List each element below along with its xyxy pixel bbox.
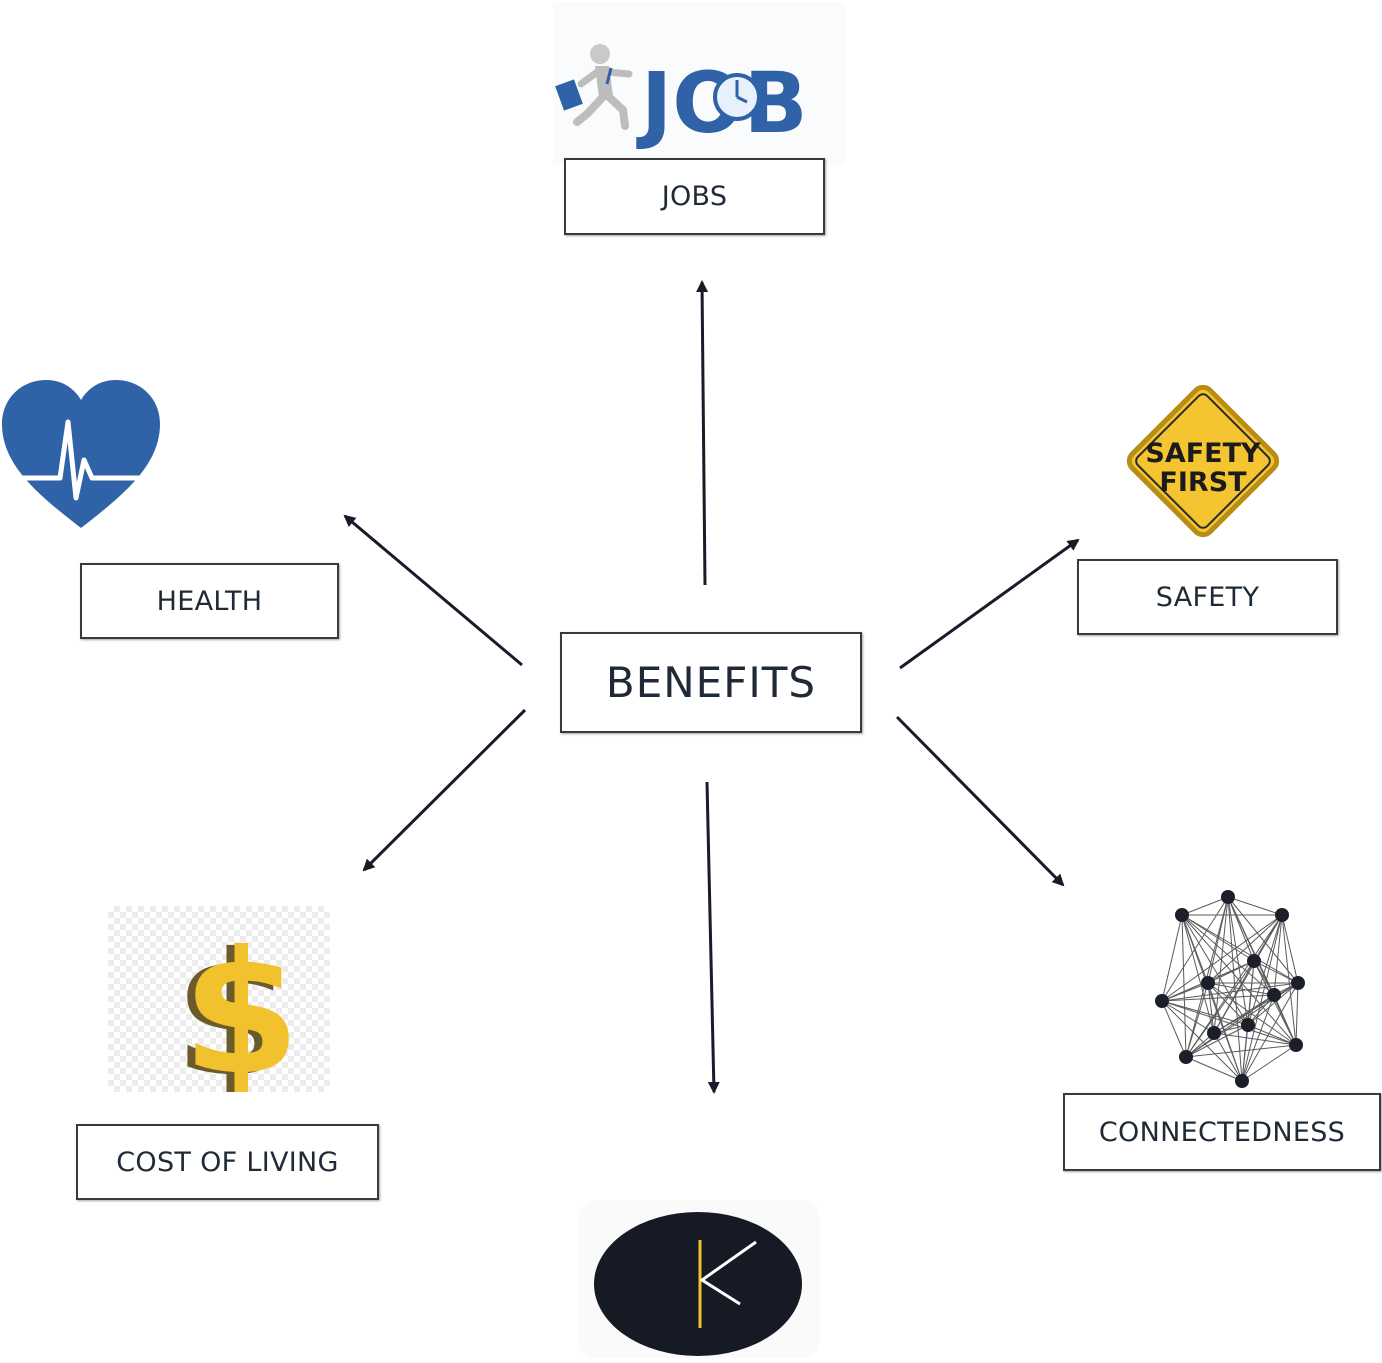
network-edge: [1185, 1024, 1249, 1058]
network-edge: [1253, 960, 1297, 1046]
network-node: [1155, 994, 1169, 1008]
network-edge: [1207, 982, 1275, 996]
network-edge: [1253, 960, 1299, 984]
network-edge: [1227, 896, 1283, 916]
network-edge: [1227, 896, 1299, 984]
network-edge: [1161, 1000, 1187, 1058]
network-edge: [1181, 914, 1249, 1026]
cost-of-living-label: COST OF LIVING: [116, 1146, 339, 1178]
network-edge: [1185, 914, 1283, 1058]
network-edge: [1273, 994, 1297, 1046]
network-edge: [1241, 1024, 1249, 1082]
network-edge: [1207, 914, 1283, 984]
network-edge: [1227, 896, 1249, 1026]
jobs-label: JOBS: [661, 181, 728, 212]
network-edge: [1161, 994, 1275, 1002]
network-edge: [1295, 982, 1299, 1046]
connectedness-box: CONNECTEDNESS: [1063, 1093, 1381, 1171]
dollar-shadow: $: [174, 917, 292, 1092]
network-edge: [1241, 1044, 1297, 1082]
network-edge: [1161, 1000, 1249, 1026]
network-node: [1221, 890, 1235, 904]
network-edge: [1161, 914, 1183, 1002]
network-edge: [1213, 1032, 1243, 1082]
arrow-to-health: [343, 514, 523, 667]
network-icon: [1150, 885, 1320, 1095]
benefits-label: BENEFITS: [605, 658, 817, 707]
dollar-sign-icon: $ $: [108, 906, 330, 1115]
health-box: HEALTH: [80, 563, 339, 639]
jobs-box: JOBS: [564, 158, 825, 235]
network-node: [1179, 1050, 1193, 1064]
network-node: [1275, 908, 1289, 922]
network-node: [1207, 1026, 1221, 1040]
network-node: [1247, 954, 1261, 968]
network-edge: [1185, 1056, 1243, 1082]
network-node: [1235, 1074, 1249, 1088]
network-edge: [1281, 914, 1297, 1046]
network-edge: [1161, 1000, 1243, 1082]
benefits-box: BENEFITS: [560, 632, 862, 733]
network-edge: [1247, 982, 1299, 1026]
network-node: [1291, 976, 1305, 990]
arrow-to-safety: [899, 538, 1080, 670]
network-edge: [1247, 914, 1283, 1026]
heart-pulse-icon: [0, 378, 162, 530]
safety-box: SAFETY: [1077, 559, 1338, 635]
network-edge: [1185, 960, 1255, 1058]
arrow-to-bottom-logo: [705, 781, 720, 1094]
network-edge: [1161, 1000, 1215, 1034]
network-node: [1175, 908, 1189, 922]
arrow-to-connectedness: [895, 715, 1065, 887]
safety-line-1: SAFETY: [1145, 438, 1261, 469]
network-edge: [1247, 1024, 1297, 1046]
job-icon: JOB: [553, 2, 845, 165]
network-edge: [1185, 994, 1275, 1058]
safety-first-sign-icon: SAFETY FIRST: [1112, 370, 1294, 552]
network-edge: [1207, 982, 1297, 1046]
network-edge: [1181, 914, 1297, 1046]
network-node: [1201, 976, 1215, 990]
network-edge: [1227, 896, 1255, 962]
running-person-icon: [555, 44, 633, 130]
arrow-to-jobs: [696, 280, 709, 586]
network-edge: [1241, 914, 1283, 1082]
network-edge: [1227, 896, 1243, 1082]
safety-label: SAFETY: [1155, 581, 1260, 613]
connectedness-label: CONNECTEDNESS: [1098, 1116, 1346, 1148]
network-edge: [1213, 1032, 1297, 1046]
network-node: [1267, 988, 1281, 1002]
cost-of-living-box: COST OF LIVING: [76, 1124, 379, 1200]
network-edge: [1161, 982, 1299, 1002]
network-node: [1289, 1038, 1303, 1052]
network-edge: [1185, 1044, 1297, 1058]
network-edge: [1181, 914, 1187, 1058]
arrow-to-cost-of-living: [362, 708, 527, 872]
network-edge: [1241, 994, 1275, 1082]
dollar-glyph: $: [182, 915, 300, 1092]
safety-line-2: FIRST: [1159, 467, 1247, 498]
network-edge: [1273, 914, 1283, 996]
network-node: [1241, 1018, 1255, 1032]
network-edge: [1213, 960, 1255, 1034]
network-edge: [1181, 914, 1275, 996]
network-edge: [1161, 914, 1283, 1002]
health-label: HEALTH: [156, 585, 263, 617]
network-edge: [1185, 982, 1209, 1058]
network-edge: [1207, 982, 1243, 1082]
network-edge: [1181, 914, 1255, 962]
network-edge: [1207, 982, 1215, 1034]
network-edge: [1181, 914, 1215, 1034]
network-edge: [1241, 982, 1299, 1082]
network-edge: [1181, 914, 1299, 984]
k-logo-icon: [578, 1200, 820, 1358]
network-edge: [1207, 960, 1255, 984]
network-edge: [1213, 994, 1275, 1034]
network-edge: [1281, 914, 1299, 984]
network-edge: [1181, 896, 1229, 916]
